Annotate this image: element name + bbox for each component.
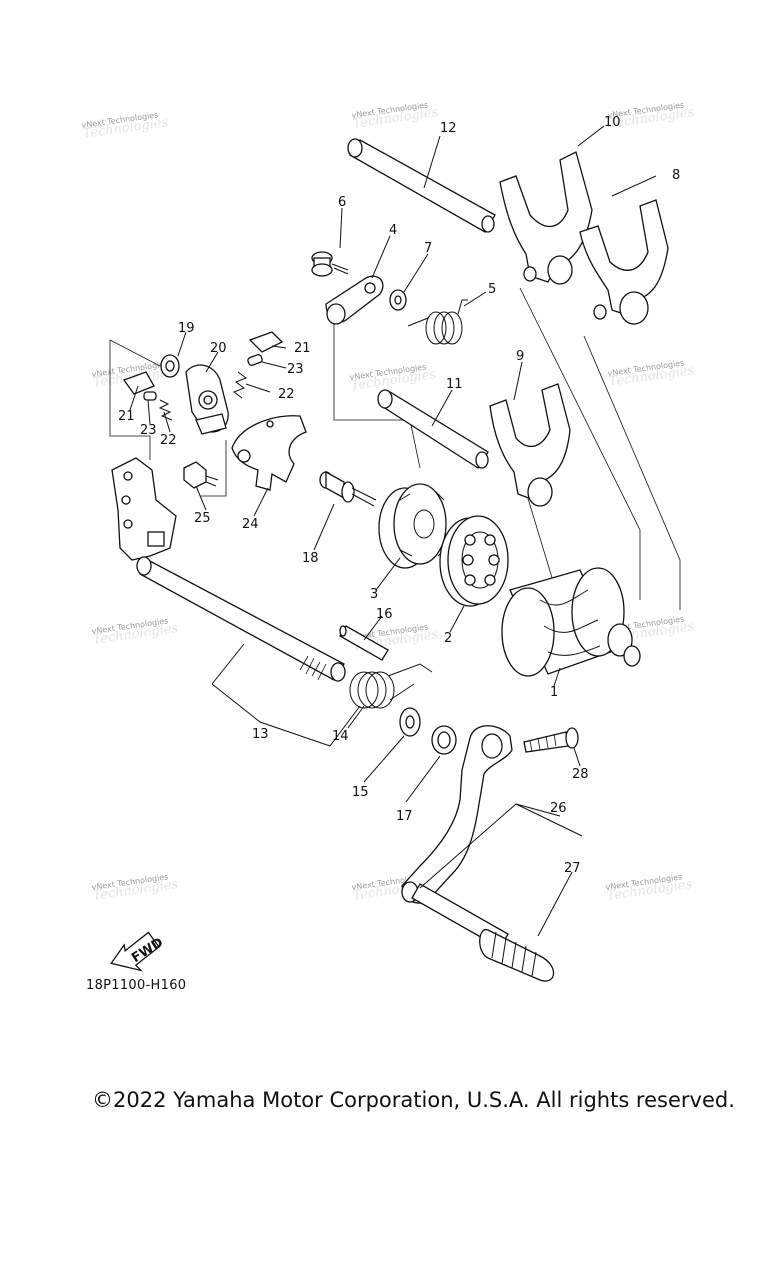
part-23-pin-upper — [247, 354, 263, 366]
callout-10: 10 — [604, 115, 621, 130]
callout-14: 14 — [332, 729, 349, 744]
part-23-pin-lower — [143, 391, 157, 401]
part-1-shift-drum — [501, 567, 641, 677]
callout-11: 11 — [446, 377, 463, 392]
part-6-bolt — [311, 251, 349, 277]
part-25-bolt — [183, 461, 219, 489]
callout-17: 17 — [396, 809, 413, 824]
callout-2: 2 — [444, 631, 452, 646]
part-7-washer — [389, 289, 407, 311]
part-22-spring-upper — [232, 371, 248, 399]
callout-1: 1 — [550, 685, 558, 700]
callout-19: 19 — [178, 321, 195, 336]
part-27-pedal-rubber — [479, 929, 555, 982]
callout-23: 23 — [287, 362, 304, 377]
callout-21: 21 — [294, 341, 311, 356]
callout-15: 15 — [352, 785, 369, 800]
part-28-bolt — [523, 727, 579, 753]
part-26-shift-pedal — [401, 725, 513, 949]
callout-23: 23 — [140, 423, 157, 438]
part-20-shift-arm-assembly — [185, 364, 229, 435]
callout-22: 22 — [278, 387, 295, 402]
copyright-notice: ©2022 Yamaha Motor Corporation, U.S.A. A… — [92, 1088, 735, 1112]
part-22-spring-lower — [158, 399, 173, 421]
callout-27: 27 — [564, 861, 581, 876]
callout-25: 25 — [194, 511, 211, 526]
part-10-shift-fork — [499, 151, 593, 285]
part-21-pawl-lower — [122, 371, 155, 395]
part-16-pin — [339, 625, 389, 661]
part-8-shift-fork — [579, 199, 669, 325]
part-11-shift-fork-shaft — [377, 389, 489, 469]
callout-26: 26 — [550, 801, 567, 816]
part-21-pawl-upper — [248, 331, 284, 353]
drawing-code: 18P1100-H160 — [86, 978, 187, 993]
leader-lines — [129, 125, 657, 937]
part-2-bearing — [439, 515, 509, 607]
part-12-shift-fork-shaft — [347, 138, 496, 233]
part-15-washer — [399, 707, 421, 737]
callout-numbers: 12 10 8 6 4 7 5 19 20 21 23 22 9 11 21 2… — [118, 115, 680, 876]
part-9-shift-fork — [489, 383, 571, 507]
part-13-shift-shaft — [111, 457, 346, 682]
callout-16: 16 — [376, 607, 393, 622]
callout-28: 28 — [572, 767, 589, 782]
part-3-shift-drum-segment — [378, 483, 447, 569]
callout-3: 3 — [370, 587, 378, 602]
part-17-oil-seal — [431, 725, 457, 755]
part-4-stopper-lever — [325, 275, 384, 325]
callout-4: 4 — [389, 223, 397, 238]
part-14-return-spring — [349, 663, 433, 709]
callout-20: 20 — [210, 341, 227, 356]
callout-12: 12 — [440, 121, 457, 136]
callout-18: 18 — [302, 551, 319, 566]
callout-7: 7 — [424, 241, 432, 256]
callout-9: 9 — [516, 349, 524, 364]
callout-5: 5 — [488, 282, 496, 297]
fwd-arrow-icon: FWD — [110, 931, 166, 972]
part-5-torsion-spring — [407, 299, 468, 345]
part-24-shift-guide — [231, 415, 307, 491]
part-19-washer — [160, 354, 180, 378]
callout-24: 24 — [242, 517, 259, 532]
callout-6: 6 — [338, 195, 346, 210]
callout-13: 13 — [252, 727, 269, 742]
callout-21: 21 — [118, 409, 135, 424]
callout-22: 22 — [160, 433, 177, 448]
callout-8: 8 — [672, 168, 680, 183]
part-18-shift-drum-stopper-bolt — [319, 470, 377, 507]
